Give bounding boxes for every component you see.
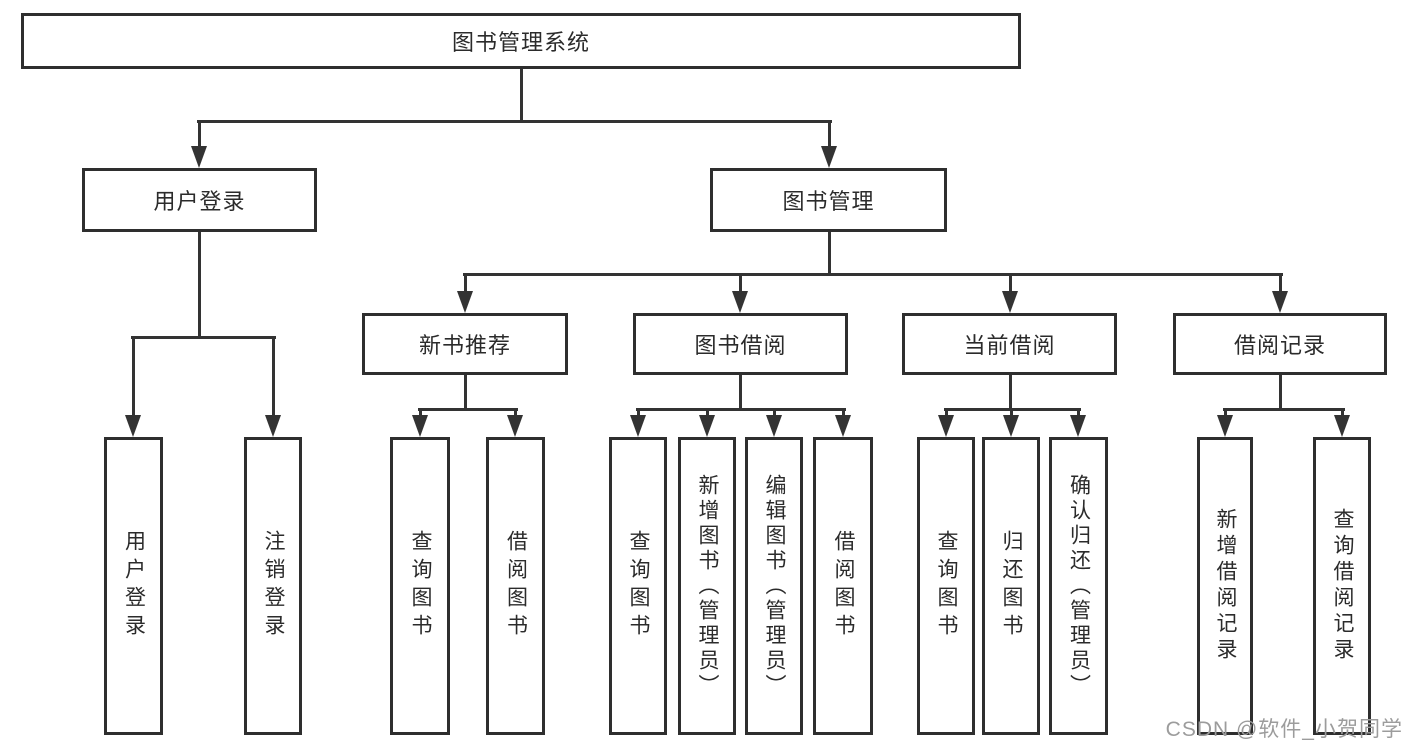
leaf-return-books: 归还图书 [982,437,1040,735]
connector-line [1009,411,1013,415]
leaf-add-books-admin: 新增图书（管理员） [678,437,736,735]
connector-line [738,276,742,291]
connector-line [636,408,846,411]
node-user-login: 用户登录 [82,168,317,232]
connector-line [1076,411,1080,415]
arrowhead-down-icon [125,415,141,437]
leaf-confirm-return-admin: 确认归还（管理员） [1049,437,1108,735]
connector-line [418,411,422,415]
arrowhead-down-icon [1217,415,1233,437]
arrowhead-down-icon [1002,291,1018,313]
arrowhead-down-icon [265,415,281,437]
connector-line [463,375,467,411]
arrowhead-down-icon [412,415,428,437]
leaf-query-borrow-record: 查询借阅记录 [1313,437,1371,735]
arrowhead-down-icon [732,291,748,313]
connector-line [738,375,742,411]
arrowhead-down-icon [821,146,837,168]
connector-line [197,123,201,146]
connector-line [705,411,709,415]
connector-line [1008,375,1012,411]
leaf-edit-books-admin: 编辑图书（管理员） [745,437,803,735]
arrowhead-down-icon [630,415,646,437]
node-library-management-system: 图书管理系统 [21,13,1021,69]
leaf-borrow-books: 借阅图书 [813,437,873,735]
arrowhead-down-icon [1003,415,1019,437]
connector-line [131,339,135,415]
connector-line [1008,276,1012,291]
connector-line [827,232,831,276]
connector-line [772,411,776,415]
node-borrowing-records: 借阅记录 [1173,313,1387,375]
connector-line [197,120,832,123]
connector-line [636,411,640,415]
arrowhead-down-icon [1070,415,1086,437]
leaf-user-login: 用户登录 [104,437,163,735]
leaf-borrow-books-recommend: 借阅图书 [486,437,545,735]
leaf-logout: 注销登录 [244,437,302,735]
connector-line [1340,411,1344,415]
arrowhead-down-icon [507,415,523,437]
connector-line [827,123,831,146]
arrowhead-down-icon [191,146,207,168]
arrowhead-down-icon [766,415,782,437]
arrowhead-down-icon [835,415,851,437]
connector-line [1278,375,1282,411]
connector-line [1223,411,1227,415]
connector-line [1223,408,1345,411]
connector-line [944,408,1081,411]
node-book-borrowing: 图书借阅 [633,313,848,375]
connector-line [519,69,523,123]
watermark: CSDN @软件_小贺同学 [1165,718,1403,741]
node-book-management: 图书管理 [710,168,947,232]
arrowhead-down-icon [457,291,473,313]
connector-line [463,273,1283,276]
arrowhead-down-icon [1272,291,1288,313]
connector-line [944,411,948,415]
node-current-borrowing: 当前借阅 [902,313,1117,375]
leaf-query-books-current: 查询图书 [917,437,975,735]
leaf-query-books-borrow: 查询图书 [609,437,667,735]
arrowhead-down-icon [938,415,954,437]
connector-line [1278,276,1282,291]
connector-line [197,232,201,339]
leaf-query-books-recommend: 查询图书 [390,437,450,735]
connector-line [131,336,276,339]
connector-line [513,411,517,415]
connector-line [463,276,467,291]
arrowhead-down-icon [1334,415,1350,437]
arrowhead-down-icon [699,415,715,437]
node-new-book-recommendation: 新书推荐 [362,313,568,375]
leaf-add-borrow-record: 新增借阅记录 [1197,437,1253,735]
connector-line [418,408,518,411]
connector-line [271,339,275,415]
connector-line [841,411,845,415]
